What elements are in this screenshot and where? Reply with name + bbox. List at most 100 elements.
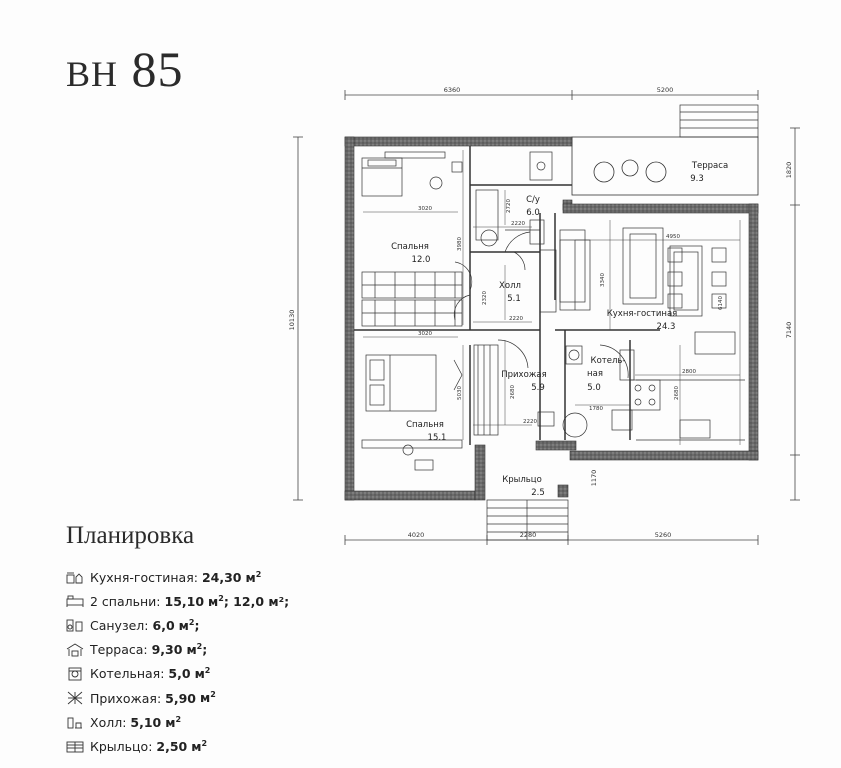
- legend-unit: м2: [178, 617, 195, 634]
- dim-entry-h: 2680: [510, 385, 516, 399]
- legend-unit: м2: [165, 714, 182, 730]
- legend-label: Кухня-гостиная:: [90, 569, 198, 585]
- boiler-room-furniture: [565, 344, 629, 379]
- entry-area: 5.9: [531, 383, 545, 393]
- legend-unit: м2: [208, 593, 224, 609]
- dim-kitchen-h2: 6140: [718, 296, 724, 310]
- dim-right-bottom: 1170: [590, 470, 598, 487]
- dim-right-total: 7140: [785, 322, 793, 339]
- bedroom-2-area: 15.1: [428, 433, 447, 443]
- legend-value: 15,10: [164, 593, 205, 609]
- dim-bottom-left: 4020: [408, 531, 425, 539]
- kitchen-icon: [66, 572, 83, 584]
- dim-bath-w: 2220: [511, 221, 525, 227]
- project-title: ВН 85: [66, 40, 184, 98]
- bathroom-area: 6.0: [526, 208, 540, 218]
- kitchen-label: Кухня-гостиная: [607, 309, 678, 319]
- bathroom-label: С/у: [526, 195, 540, 205]
- hall-icon: [67, 717, 82, 729]
- legend-label: Крыльцо:: [90, 738, 153, 754]
- bedroom-2-furniture: [361, 354, 463, 471]
- dim-top-left: 6360: [444, 86, 461, 94]
- bathroom-furniture: [475, 151, 553, 253]
- bedroom-2-label: Спальня: [406, 420, 444, 430]
- hallway-icon: [67, 691, 83, 705]
- dim-bottom-mid: 2280: [520, 531, 537, 539]
- room-area-legend: Кухня-гостиная: 24,30 м2 2 спальни: 15,1…: [66, 565, 289, 759]
- dim-bath-h: 2720: [506, 199, 512, 213]
- dim-bed2-w: 3020: [418, 331, 432, 337]
- porch-icon: [66, 741, 84, 753]
- dim-hall-w: 2220: [509, 316, 523, 322]
- legend-value: 5,10: [130, 714, 162, 730]
- legend-value: 24,30: [201, 569, 242, 585]
- dim-left-total: 10130: [288, 310, 296, 331]
- boiler-label-1: Котель-: [591, 356, 626, 366]
- legend-label: Котельная:: [90, 666, 165, 682]
- terrace: [571, 104, 759, 196]
- project-code: ВН: [66, 54, 119, 94]
- legend-label: Прихожая:: [90, 690, 162, 706]
- hall-label: Холл: [499, 281, 521, 291]
- legend-value: 5,0: [168, 666, 191, 682]
- bedroom-1-area: 12.0: [412, 255, 431, 265]
- kitchen-living-furniture: [559, 227, 745, 441]
- bedroom-1-furniture: [361, 151, 473, 327]
- legend-value: 2,50: [156, 738, 188, 754]
- boiler-icon: [68, 667, 82, 681]
- dim-kitchen-h1: 3340: [600, 273, 606, 287]
- kitchen-area: 24.3: [657, 322, 676, 332]
- dim-entry-w: 2220: [523, 419, 537, 425]
- entry-label: Прихожая: [501, 370, 547, 380]
- hall-entry-furniture: [473, 239, 591, 438]
- dim-kitchen-w2: 2800: [682, 369, 696, 375]
- porch-label: Крыльцо: [502, 475, 542, 485]
- legend-label: Терраса:: [90, 642, 148, 658]
- dim-bottom-right: 5260: [655, 531, 672, 539]
- terrace-icon: [66, 643, 84, 657]
- legend-item: Котельная: 5,0 м2: [66, 662, 289, 686]
- bedroom-1-label: Спальня: [391, 242, 429, 252]
- bath-icon: [66, 620, 83, 632]
- legend-item: 2 спальни: 15,10 м2; 12,0 м²;: [66, 589, 289, 613]
- bed-icon: [66, 595, 84, 608]
- legend-item: Холл: 5,10 м2: [66, 710, 289, 734]
- legend-unit: м2: [186, 642, 203, 658]
- walls: [344, 136, 759, 501]
- dim-bed1-h: 3980: [457, 237, 463, 251]
- legend-value: 9,30: [151, 642, 183, 658]
- legend-title: Планировка: [66, 522, 195, 549]
- dim-hall-h: 2320: [482, 291, 488, 305]
- legend-tail: ;: [202, 642, 208, 658]
- dim-kitchen-w: 4950: [666, 234, 680, 240]
- legend-label: 2 спальни:: [90, 593, 161, 609]
- dim-bed2-h: 5030: [457, 386, 463, 400]
- terrace-label: Терраса: [691, 161, 728, 171]
- dim-top-right: 5200: [657, 86, 674, 94]
- project-number: 85: [131, 41, 184, 97]
- legend-unit: м2: [191, 738, 208, 754]
- legend-unit: м2: [245, 569, 262, 585]
- legend-label: Холл:: [90, 714, 127, 730]
- boiler-area: 5.0: [587, 383, 601, 393]
- legend-item: Терраса: 9,30 м2;: [66, 638, 289, 662]
- legend-unit: м2: [194, 666, 211, 682]
- dim-right-top: 1820: [785, 162, 793, 179]
- terrace-area: 9.3: [690, 174, 704, 184]
- legend-item: Кухня-гостиная: 24,30 м2: [66, 565, 289, 589]
- legend-unit: м2: [199, 690, 216, 706]
- legend-value: 6,0: [152, 617, 175, 633]
- dim-kitchen-h3: 2680: [674, 386, 680, 400]
- boiler-label-2: ная: [587, 369, 603, 379]
- dim-boiler-w: 1780: [589, 406, 603, 412]
- porch: [486, 499, 569, 541]
- legend-tail: ;: [194, 617, 200, 633]
- legend-item: Прихожая: 5,90 м2: [66, 686, 289, 710]
- legend-item: Санузел: 6,0 м2;: [66, 613, 289, 637]
- dim-bed1-w: 3020: [418, 206, 432, 212]
- legend-tail: ; 12,0 м²;: [223, 593, 290, 609]
- legend-value: 5,90: [165, 690, 196, 706]
- legend-label: Санузел:: [90, 617, 149, 633]
- hall-area: 5.1: [507, 294, 521, 304]
